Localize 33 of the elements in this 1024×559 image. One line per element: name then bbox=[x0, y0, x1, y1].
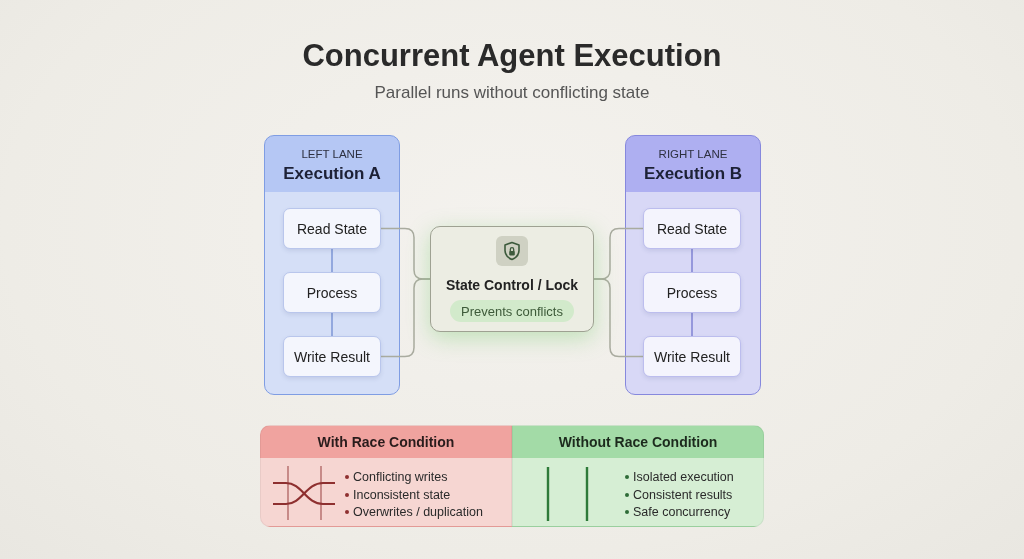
lane-title: Execution B bbox=[642, 163, 744, 185]
bullet-text: Inconsistent state bbox=[353, 486, 451, 503]
connector-line bbox=[331, 248, 333, 273]
lane-panel bbox=[625, 135, 761, 395]
step-box: Read State bbox=[643, 208, 741, 249]
bullet-text: Conflicting writes bbox=[353, 469, 448, 485]
step-box: Process bbox=[643, 272, 741, 313]
lane-label: RIGHT LANE bbox=[657, 147, 729, 161]
lane-panel bbox=[264, 135, 400, 395]
comparison-panel bbox=[512, 425, 764, 527]
diagram-subtitle: Parallel runs without conflicting state bbox=[373, 82, 651, 104]
lane-label: LEFT LANE bbox=[300, 147, 364, 161]
step-box: Write Result bbox=[283, 336, 381, 377]
hub-box bbox=[430, 226, 594, 332]
bullet-text: Safe concurrency bbox=[633, 504, 731, 520]
panel-heading: With Race Condition bbox=[316, 433, 456, 451]
bullet-text: Overwrites / duplication bbox=[353, 504, 483, 520]
step-box: Read State bbox=[283, 208, 381, 249]
connector-line bbox=[691, 312, 693, 337]
hub-title: State Control / Lock bbox=[444, 276, 580, 294]
step-box: Process bbox=[283, 272, 381, 313]
comparison-panel bbox=[260, 425, 512, 527]
bullet-text: Consistent results bbox=[633, 486, 733, 503]
status-pill: Prevents conflicts bbox=[450, 300, 574, 322]
connector-line bbox=[691, 248, 693, 273]
panel-heading: Without Race Condition bbox=[557, 433, 719, 451]
bullet-text: Isolated execution bbox=[633, 469, 734, 485]
connector-line bbox=[331, 312, 333, 337]
step-box: Write Result bbox=[643, 336, 741, 377]
connector-line bbox=[380, 278, 431, 358]
lane-title: Execution A bbox=[282, 163, 382, 185]
diagram-title: Concurrent Agent Execution bbox=[301, 37, 723, 75]
connector-line bbox=[593, 278, 644, 358]
